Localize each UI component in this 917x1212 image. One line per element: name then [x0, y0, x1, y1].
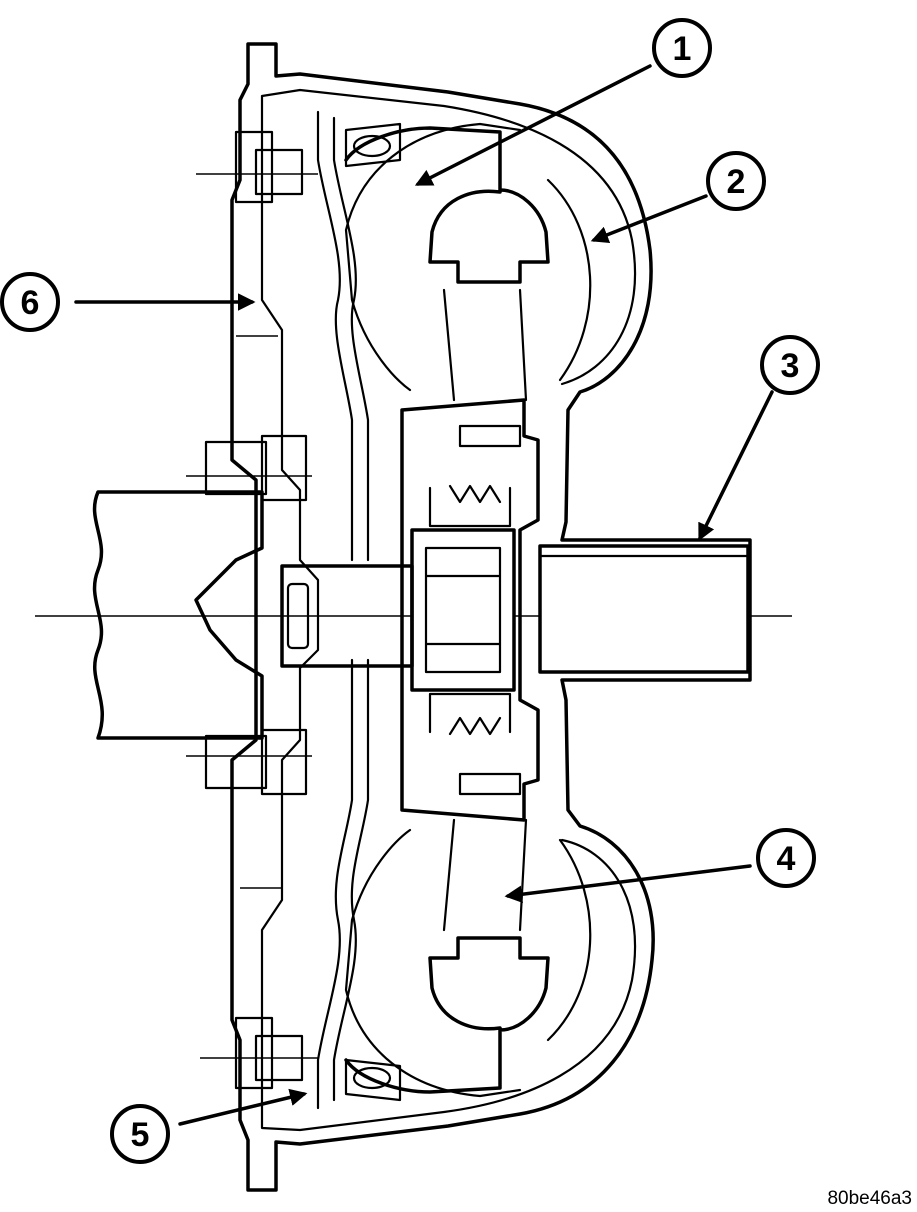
pilot-bushing: [286, 582, 310, 650]
cover-inner: [260, 88, 637, 1132]
spring-lower: [428, 692, 512, 736]
clutch-plate-outer: [316, 110, 354, 1110]
callout-1: 1: [414, 18, 712, 186]
callout-label-6: 6: [21, 284, 40, 322]
callout-label-3: 3: [781, 347, 800, 385]
callout-label-5: 5: [131, 1116, 150, 1154]
callout-label-4: 4: [777, 840, 796, 878]
turbine-lower-shell: [344, 828, 522, 1098]
stator-vane-lower: [442, 772, 528, 932]
converter-cover: [230, 42, 752, 1192]
clutch-plate-inner: [332, 116, 370, 1102]
pilot-hub: [280, 564, 414, 668]
callout-3: 3: [698, 335, 820, 542]
callout-4: 4: [504, 828, 816, 903]
callout-label-1: 1: [673, 30, 692, 68]
turbine-upper-shell: [344, 122, 522, 392]
crankshaft: [92, 490, 264, 740]
callout-6: 6: [0, 272, 256, 332]
bolt-upper-mid: [186, 434, 312, 502]
stator-core: [400, 398, 540, 822]
figure-code: 80be46a3: [827, 1188, 912, 1209]
output-shaft: [538, 544, 750, 674]
bolt-lower-mid: [186, 728, 312, 796]
bolt-top: [196, 130, 318, 204]
impeller-lower-arc: [546, 838, 592, 1042]
spring-upper: [428, 484, 512, 528]
hub-inner: [424, 546, 502, 674]
turbine-lower: [344, 936, 550, 1094]
callout-label-2: 2: [727, 163, 746, 201]
impeller-upper-arc: [546, 178, 592, 382]
callout-5: 5: [110, 1088, 308, 1164]
stator-vane-upper: [442, 288, 528, 448]
clutch-pad-upper: [344, 122, 402, 168]
turbine-hub: [410, 528, 516, 692]
clutch-pad-lower: [344, 1058, 402, 1102]
callout-2: 2: [590, 151, 766, 244]
bolt-bottom: [200, 1016, 318, 1090]
turbine-upper: [344, 126, 550, 284]
